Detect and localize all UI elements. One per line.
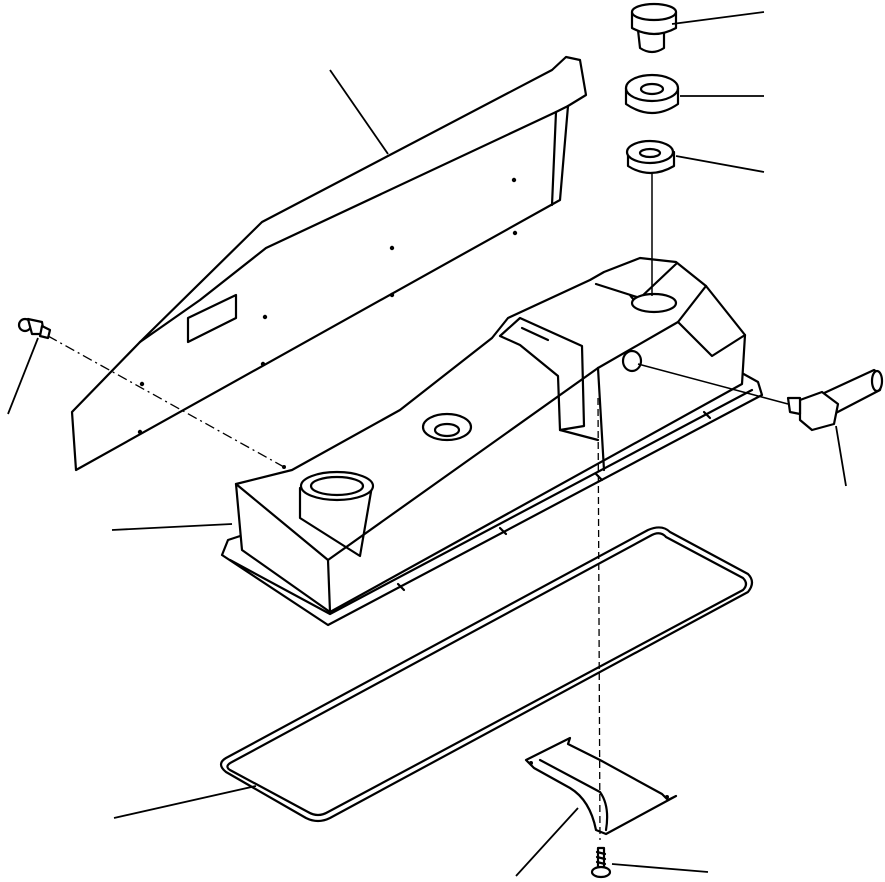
elbow-fitting bbox=[786, 368, 884, 432]
leader-elbow-fitting bbox=[835, 425, 847, 487]
callout-leaders bbox=[7, 11, 847, 877]
cover-plate bbox=[70, 55, 588, 472]
leader-washer-lower bbox=[675, 155, 765, 173]
leader-head-cover bbox=[111, 523, 233, 531]
bolt-left bbox=[17, 317, 52, 340]
leader-bolt-left bbox=[7, 337, 39, 415]
leader-cap bbox=[671, 11, 765, 25]
bracket bbox=[524, 736, 678, 836]
leader-cover-plate bbox=[329, 69, 389, 155]
cover-plate-holes bbox=[137, 177, 518, 435]
leader-screw bbox=[611, 863, 709, 873]
washer-upper bbox=[624, 73, 680, 115]
leader-gasket bbox=[113, 785, 257, 819]
gasket bbox=[219, 526, 754, 823]
leader-bracket bbox=[515, 807, 579, 877]
assembly-centerlines bbox=[47, 335, 789, 841]
cap bbox=[630, 2, 678, 54]
screw bbox=[590, 846, 612, 879]
cylinder-head-cover bbox=[220, 256, 764, 627]
washer-lower bbox=[625, 139, 676, 296]
